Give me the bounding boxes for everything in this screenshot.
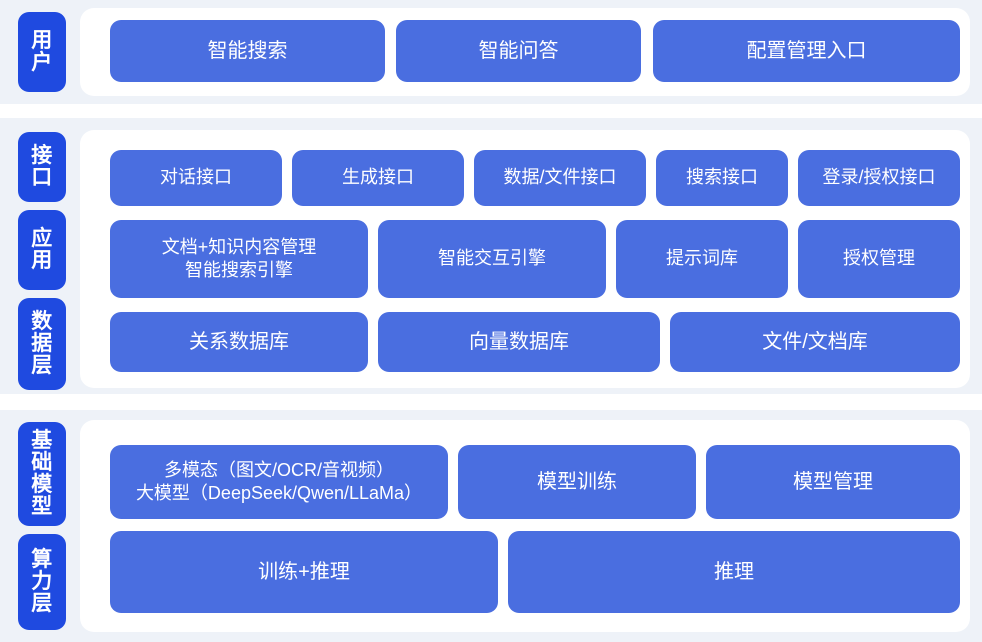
box-login-auth-api[interactable]: 登录/授权接口 (798, 150, 960, 206)
side-tab-compute-layer[interactable]: 算力层 (18, 534, 66, 630)
side-tab-data-layer[interactable]: 数据层 (18, 298, 66, 390)
box-smart-interaction-engine[interactable]: 智能交互引擎 (378, 220, 606, 298)
box-multimodal-large-model[interactable]: 多模态（图文/OCR/音视频） 大模型（DeepSeek/Qwen/LLaMa） (110, 445, 448, 519)
box-model-management[interactable]: 模型管理 (706, 445, 960, 519)
box-relational-database[interactable]: 关系数据库 (110, 312, 368, 372)
box-prompt-library[interactable]: 提示词库 (616, 220, 788, 298)
box-authorization-management[interactable]: 授权管理 (798, 220, 960, 298)
box-config-management-entry[interactable]: 配置管理入口 (653, 20, 960, 82)
band-gap-1 (0, 104, 982, 118)
side-tab-application[interactable]: 应用 (18, 210, 66, 290)
box-training-inference[interactable]: 训练+推理 (110, 531, 498, 613)
box-smart-qa[interactable]: 智能问答 (396, 20, 641, 82)
box-vector-database[interactable]: 向量数据库 (378, 312, 660, 372)
side-tab-application-label: 应用 (31, 226, 53, 272)
box-doc-knowledge-management[interactable]: 文档+知识内容管理 智能搜索引擎 (110, 220, 368, 298)
side-tab-data-layer-label: 数据层 (31, 309, 53, 378)
side-tab-interface[interactable]: 接口 (18, 132, 66, 202)
box-file-document-store[interactable]: 文件/文档库 (670, 312, 960, 372)
side-tab-user[interactable]: 用户 (18, 12, 66, 92)
side-tab-compute-layer-label: 算力层 (31, 547, 53, 616)
side-tab-interface-label: 接口 (31, 143, 53, 189)
box-dialog-api[interactable]: 对话接口 (110, 150, 282, 206)
box-generation-api[interactable]: 生成接口 (292, 150, 464, 206)
side-tab-user-label: 用户 (31, 28, 53, 74)
side-tab-base-model-label: 基础模型 (31, 428, 53, 519)
box-search-api[interactable]: 搜索接口 (656, 150, 788, 206)
band-gap-2 (0, 394, 982, 410)
box-data-file-api[interactable]: 数据/文件接口 (474, 150, 646, 206)
box-smart-search[interactable]: 智能搜索 (110, 20, 385, 82)
box-inference[interactable]: 推理 (508, 531, 960, 613)
side-tab-base-model[interactable]: 基础模型 (18, 422, 66, 526)
box-model-training[interactable]: 模型训练 (458, 445, 696, 519)
